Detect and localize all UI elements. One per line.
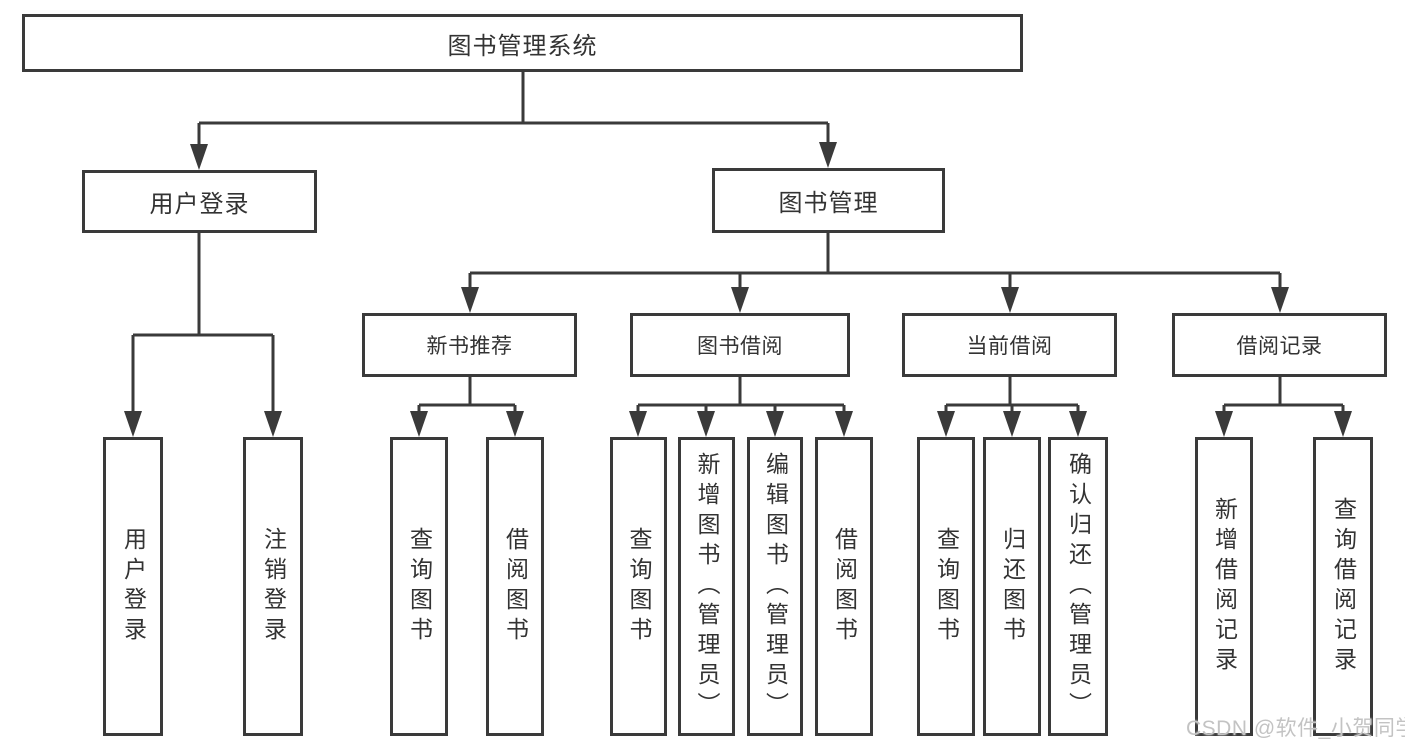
- leaf-borrow-book: 借阅图书: [815, 437, 873, 736]
- leaf-user-login-label: 用户登录: [120, 526, 147, 647]
- node-current-borrow-label: 当前借阅: [966, 335, 1053, 358]
- leaf-borrow-book-label: 借阅图书: [831, 526, 858, 647]
- leaf-return-book-label: 归还图书: [999, 526, 1026, 647]
- leaf-edit-book-admin: 编辑图书（管理员）: [747, 437, 803, 736]
- arrowhead: [264, 411, 282, 437]
- leaf-recommend-borrow-book: 借阅图书: [486, 437, 544, 736]
- node-root: 图书管理系统: [22, 14, 1023, 72]
- node-borrow-records-label: 借阅记录: [1236, 335, 1323, 358]
- leaf-edit-book-admin-label: 编辑图书（管理员）: [762, 451, 789, 722]
- leaf-add-borrow-record-label: 新增借阅记录: [1211, 496, 1238, 677]
- leaf-user-login: 用户登录: [103, 437, 163, 736]
- arrowhead: [410, 411, 428, 437]
- leaf-logout: 注销登录: [243, 437, 303, 736]
- node-borrow-records: 借阅记录: [1172, 313, 1387, 377]
- arrowhead: [697, 411, 715, 437]
- node-new-book-recommend: 新书推荐: [362, 313, 577, 377]
- arrowhead: [1271, 287, 1289, 313]
- node-book-management-label: 图书管理: [778, 190, 879, 217]
- node-book-management: 图书管理: [712, 168, 945, 233]
- leaf-query-borrow-record: 查询借阅记录: [1313, 437, 1373, 736]
- leaf-current-query-book-label: 查询图书: [933, 526, 960, 647]
- arrowhead: [731, 287, 749, 313]
- leaf-add-book-admin-label: 新增图书（管理员）: [694, 451, 720, 722]
- leaf-borrow-query-book-label: 查询图书: [626, 526, 652, 647]
- node-book-borrow: 图书借阅: [630, 313, 850, 377]
- leaf-add-book-admin: 新增图书（管理员）: [678, 437, 735, 736]
- leaf-confirm-return-admin: 确认归还（管理员）: [1048, 437, 1108, 736]
- arrowhead: [1003, 411, 1021, 437]
- watermark: CSDN @软件_小贺同学: [1186, 717, 1405, 740]
- node-root-label: 图书管理系统: [447, 32, 598, 60]
- arrowhead: [1334, 411, 1352, 437]
- node-user-login: 用户登录: [82, 170, 317, 233]
- leaf-current-query-book: 查询图书: [917, 437, 975, 736]
- leaf-logout-label: 注销登录: [260, 526, 287, 647]
- arrowhead: [835, 411, 853, 437]
- node-current-borrow: 当前借阅: [902, 313, 1117, 377]
- arrowhead: [629, 411, 647, 437]
- leaf-recommend-query-book: 查询图书: [390, 437, 448, 736]
- arrowhead: [1001, 287, 1019, 313]
- leaf-borrow-query-book: 查询图书: [610, 437, 667, 736]
- node-book-borrow-label: 图书借阅: [697, 335, 783, 358]
- leaf-query-borrow-record-label: 查询借阅记录: [1330, 496, 1357, 677]
- node-new-book-recommend-label: 新书推荐: [426, 335, 513, 358]
- leaf-recommend-borrow-book-label: 借阅图书: [502, 526, 529, 647]
- arrowhead: [1215, 411, 1233, 437]
- arrowhead: [937, 411, 955, 437]
- arrowhead: [1069, 411, 1087, 437]
- arrowhead: [461, 287, 479, 313]
- leaf-confirm-return-admin-label: 确认归还（管理员）: [1065, 451, 1092, 722]
- arrowhead: [190, 144, 208, 170]
- arrowhead: [506, 411, 524, 437]
- leaf-return-book: 归还图书: [983, 437, 1041, 736]
- arrowhead: [819, 142, 837, 168]
- leaf-add-borrow-record: 新增借阅记录: [1195, 437, 1253, 736]
- arrowhead: [766, 411, 784, 437]
- node-user-login-label: 用户登录: [149, 191, 250, 218]
- leaf-recommend-query-book-label: 查询图书: [406, 526, 433, 647]
- arrowhead: [124, 411, 142, 437]
